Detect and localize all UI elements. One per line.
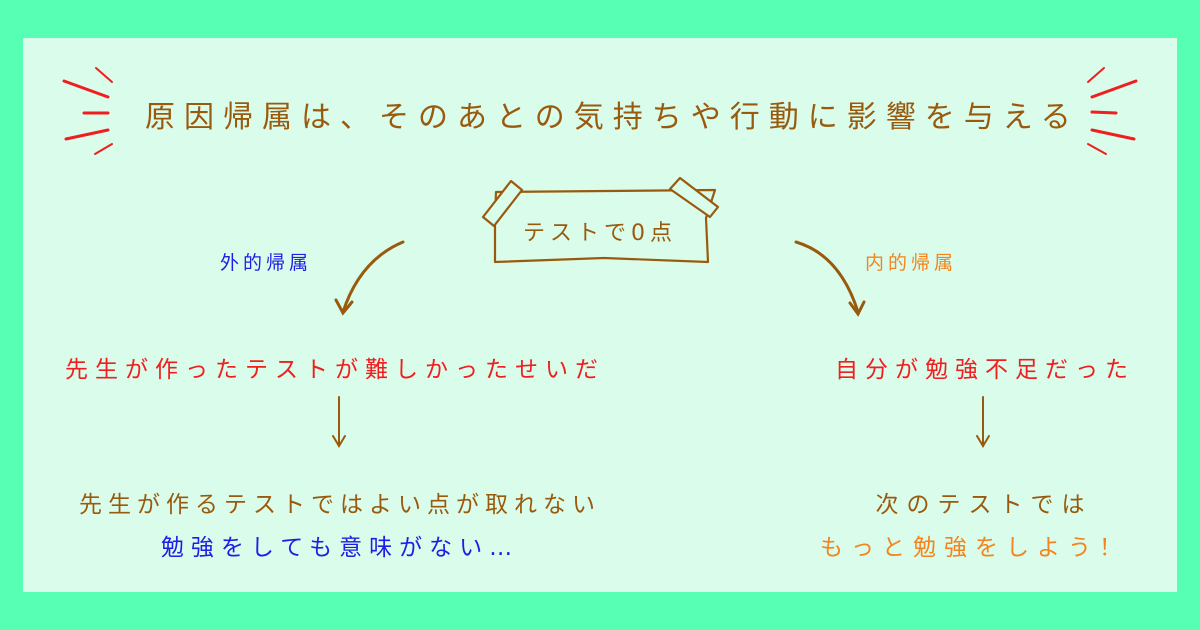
internal-attribution-label: 内的帰属 (865, 252, 958, 274)
internal-result-line1: 次のテストでは (875, 492, 1093, 518)
internal-result-line2: もっと勉強をしよう！ (820, 535, 1130, 561)
arrow-down-right-icon (976, 396, 990, 448)
arrow-down-left-icon (332, 396, 346, 448)
right-emphasis-lines-icon (1087, 67, 1138, 155)
diagram-title: 原因帰属は、そのあとの気持ちや行動に影響を与える (145, 100, 1080, 135)
internal-cause-text: 自分が勉強不足だった (835, 357, 1135, 383)
external-cause-text: 先生が作ったテストが難しかったせいだ (65, 357, 605, 383)
external-attribution-label: 外的帰属 (220, 252, 313, 274)
event-box-frame (481, 176, 720, 264)
external-result-line1: 先生が作るテストではよい点が取れない (79, 492, 601, 518)
diagram-panel (23, 38, 1177, 592)
external-result-line2: 勉強をしても意味がない… (160, 535, 520, 561)
event-box-label: テストで0点 (523, 221, 677, 246)
left-emphasis-lines-icon (62, 67, 113, 155)
arrow-internal-icon (794, 240, 866, 317)
arrow-external-icon (334, 240, 405, 316)
